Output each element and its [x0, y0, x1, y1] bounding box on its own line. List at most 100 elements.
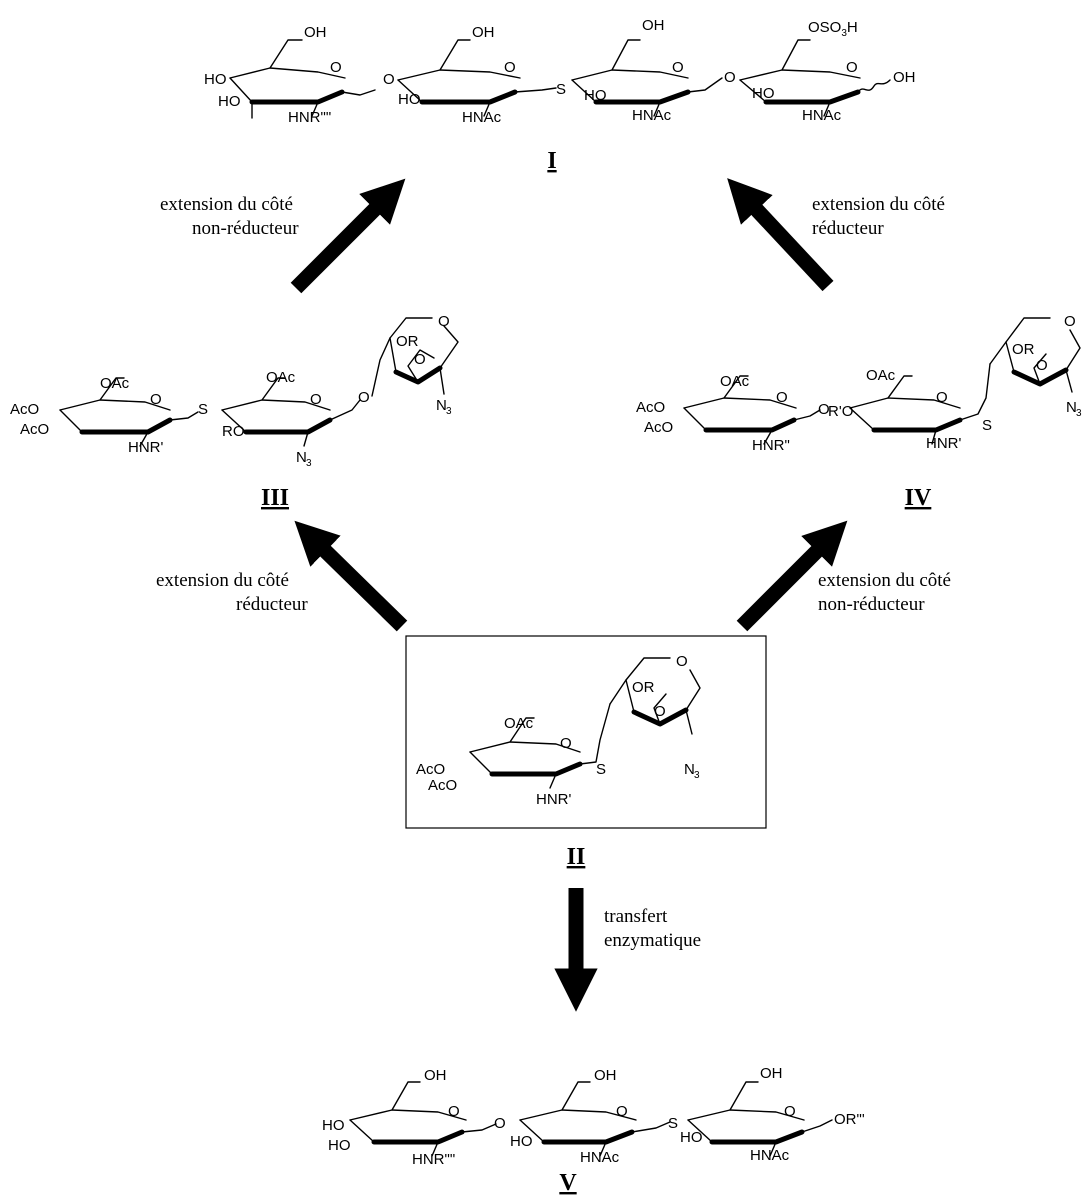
caption-top-left: extension du côté non-réducteur: [160, 194, 299, 239]
caption-line: extension du côté: [160, 194, 293, 215]
atom-label: OR: [396, 333, 419, 350]
atom-label: N: [1066, 399, 1077, 416]
atom-label: OH: [760, 1065, 783, 1082]
atom-label: O: [358, 389, 370, 406]
anhydro-sugar: [609, 657, 701, 735]
glucose-ring: [59, 377, 199, 447]
compound-V-structure: OH HO HO HNR"" O O OH HO HNAc O S OH HO …: [322, 1065, 865, 1196]
atom-label: OR: [632, 679, 655, 696]
atom-label: O: [1036, 357, 1048, 374]
atom-label: OH: [424, 1067, 447, 1084]
atom-label: S: [982, 417, 992, 434]
caption-line: extension du côté: [818, 570, 951, 591]
glcnac-ring: [349, 1081, 497, 1157]
glucose-ring: [683, 375, 821, 445]
atom-label: O: [504, 59, 516, 76]
atom-label: HNR"": [412, 1151, 455, 1168]
caption-line: extension du côté: [812, 194, 945, 215]
atom-label: O: [616, 1103, 628, 1120]
compound-label-I: I: [547, 148, 556, 174]
atom-label: HNR': [926, 435, 961, 452]
compound-label-V: V: [559, 1170, 577, 1196]
atom-label: OAc: [504, 715, 534, 732]
glcnac-ring: [397, 39, 557, 117]
atom-label: OR: [1012, 341, 1035, 358]
atom-label: O: [438, 313, 450, 330]
glcnac-ring: [229, 39, 376, 119]
atom-label: S: [668, 1115, 678, 1132]
atom-label: N: [684, 761, 695, 778]
compound-I-structure: OH HO HO HNR"" O O OH HO HNAc O S OH HO …: [204, 17, 916, 174]
compound-IV-structure: OAc AcO AcO HNR" O O OAc R'O HNR' O S O …: [636, 313, 1082, 511]
glucose-ring: [849, 363, 991, 445]
anhydro-sugar: [989, 317, 1081, 393]
atom-label: OH: [472, 24, 495, 41]
compound-III-atoms: OAc AcO AcO HNR' O S OAc RO N 3 O O O OR…: [10, 313, 452, 469]
atom-label: OH: [304, 24, 327, 41]
atom-label: AcO: [644, 419, 673, 436]
atom-label: O: [846, 59, 858, 76]
atom-subscript: 3: [306, 458, 312, 469]
compound-II-atoms: OAc AcO AcO HNR' O S O OR O N 3: [416, 653, 700, 808]
atom-label: O: [383, 71, 395, 88]
atom-label: OH: [642, 17, 665, 34]
atom-label: S: [198, 401, 208, 418]
caption-top-right: extension du côté réducteur: [812, 194, 945, 239]
atom-label: O: [560, 735, 572, 752]
caption-bottom-left: extension du côté réducteur: [156, 570, 308, 615]
atom-subscript: 3: [1076, 408, 1082, 419]
atom-label: HO: [322, 1117, 345, 1134]
atom-label: O: [776, 389, 788, 406]
atom-label: O: [936, 389, 948, 406]
atom-label: OR"': [834, 1111, 865, 1128]
atom-label: O: [784, 1103, 796, 1120]
caption-line: enzymatique: [604, 930, 701, 951]
compound-label-IV: IV: [905, 485, 932, 511]
atom-label: OSO3H: [808, 19, 858, 39]
atom-label: R'O: [828, 403, 853, 420]
compound-II-structure: OAc AcO AcO HNR' O S O OR O N 3 II: [416, 653, 701, 870]
atom-label: HNR"": [288, 109, 331, 126]
arrow-IV-to-I: [727, 178, 834, 292]
caption-bottom-right: extension du côté non-réducteur: [818, 570, 951, 615]
atom-label: O: [818, 401, 830, 418]
arrow-II-to-IV: [736, 520, 848, 632]
atom-label: N: [436, 397, 447, 414]
atom-label: O: [330, 59, 342, 76]
glcnac-ring: [739, 39, 891, 117]
atom-label: HNAc: [580, 1149, 620, 1166]
caption-line: non-réducteur: [818, 594, 925, 615]
atom-label: HNAc: [632, 107, 672, 124]
atom-label: HNAc: [750, 1147, 790, 1164]
glucose-ring: [221, 377, 361, 447]
compound-label-II: II: [567, 844, 586, 870]
atom-label: O: [448, 1103, 460, 1120]
atom-label: HNAc: [802, 107, 842, 124]
anhydro-sugar: [371, 317, 459, 397]
atom-label: O: [310, 391, 322, 408]
atom-label: AcO: [416, 761, 445, 778]
atom-label: OAc: [100, 375, 130, 392]
atom-label: O: [672, 59, 684, 76]
atom-label: O: [1064, 313, 1076, 330]
atom-label: HO: [204, 71, 227, 88]
atom-label: AcO: [10, 401, 39, 418]
atom-label: HO: [328, 1137, 351, 1154]
compound-III-structure: OAc AcO AcO HNR' O S OAc RO N 3 O O O OR…: [10, 313, 459, 511]
atom-label: OAc: [866, 367, 896, 384]
atom-label: AcO: [636, 399, 665, 416]
atom-label: OAc: [720, 373, 750, 390]
atom-label: O: [676, 653, 688, 670]
compound-I-atoms: OH HO HO HNR"" O O OH HO HNAc O S OH HO …: [204, 17, 916, 126]
atom-label: HO: [218, 93, 241, 110]
atom-subscript: 3: [446, 406, 452, 417]
caption-line: extension du côté: [156, 570, 289, 591]
glcnac-ring: [571, 39, 723, 117]
atom-label: O: [414, 351, 426, 368]
atom-subscript: 3: [694, 770, 700, 781]
compound-II-box: [405, 635, 767, 829]
atom-label: HNR': [128, 439, 163, 456]
atom-label: HO: [752, 85, 775, 102]
atom-label: OH: [893, 69, 916, 86]
